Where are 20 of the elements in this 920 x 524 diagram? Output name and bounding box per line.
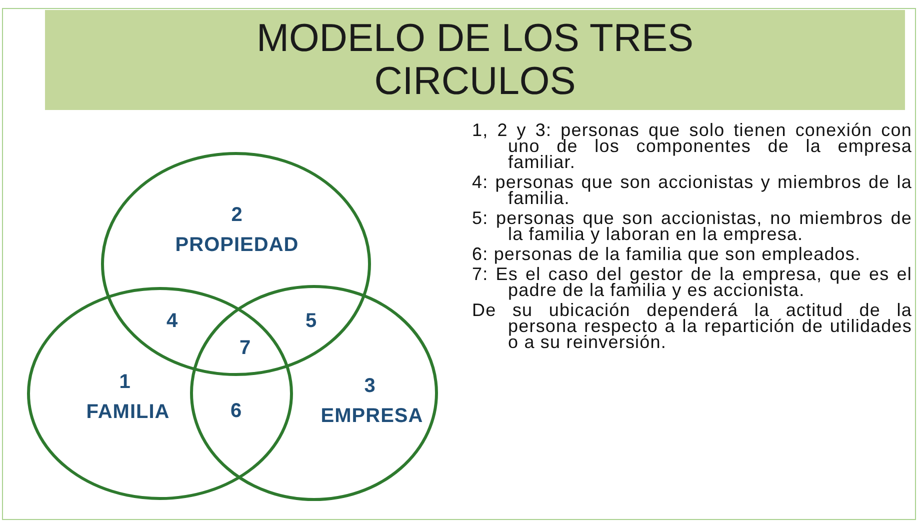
venn-circle [190,285,438,501]
region-number: 5 [305,309,317,334]
note-paragraph: De su ubicación dependerá la actitud de la persona respecto a la repartición de utilidades o a su reinversión. [472,302,912,350]
note-paragraph: 5: personas que son accionistas, no miembros de la familia y laboran en la empresa. [472,210,912,242]
circle-label: 2 [231,203,243,228]
region-number: 7 [239,336,251,361]
note-paragraph: 6: personas de la familia que son empleados. [472,246,862,262]
circle-label: 3 [364,374,376,399]
venn-circle [101,152,371,376]
venn-circle [27,287,293,500]
note-paragraph: 4: personas que son accionistas y miembros de la familia. [472,174,912,206]
note-paragraph: 7: Es el caso del gestor de la empresa, que es el padre de la familia y es accionista. [472,266,912,298]
region-number: 6 [230,399,242,424]
circle-label: PROPIEDAD [175,233,299,258]
circle-label: EMPRESA [320,404,424,429]
note-paragraph: 1, 2 y 3: personas que solo tienen conexión con uno de los componentes de la empresa familiar. [472,122,912,170]
title: MODELO DE LOS TRES CIRCULOS [255,17,695,103]
circle-label: 1 [119,370,131,395]
region-number: 4 [166,309,178,334]
circle-label: FAMILIA [86,400,170,425]
